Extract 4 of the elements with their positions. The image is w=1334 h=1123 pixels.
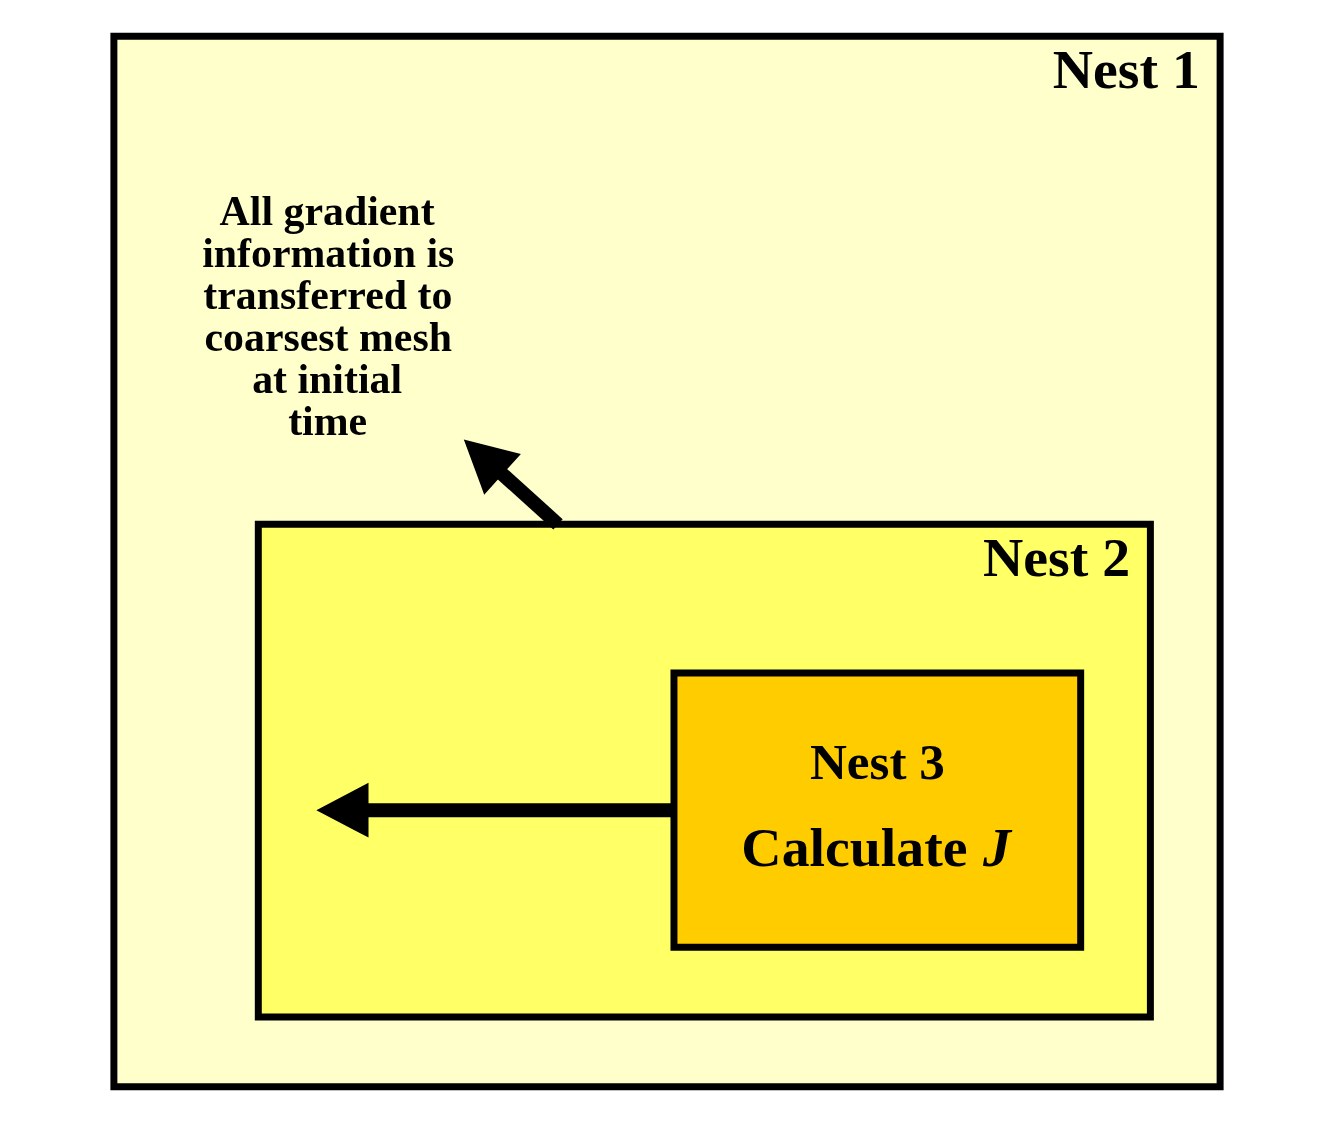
- arrow: [463, 439, 563, 530]
- node-text: All gradient information is transferred to coarsest mesh at initial time: [202, 188, 455, 444]
- arrow: [316, 782, 674, 838]
- node-box: Nest 3 Calculate J: [670, 669, 1085, 951]
